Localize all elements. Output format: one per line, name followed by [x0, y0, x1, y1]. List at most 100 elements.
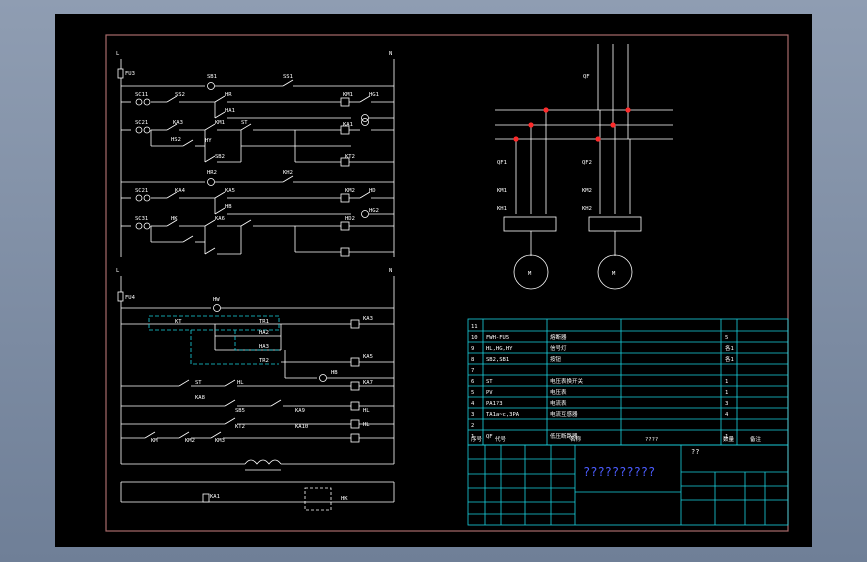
- label-hk: HK: [171, 216, 178, 222]
- parts-row-qty: 1: [725, 390, 728, 396]
- label-sc3: SC21: [135, 188, 148, 194]
- label-ka4: KA4: [175, 188, 186, 194]
- label-sc2: SC21: [135, 120, 148, 126]
- parts-row-name: 电流表: [550, 399, 567, 407]
- label-hg: HG1: [369, 92, 379, 98]
- parts-header-code: 代号: [495, 435, 507, 443]
- label-km: KM: [151, 438, 158, 444]
- label-km3: KM3: [215, 438, 225, 444]
- label-ka3: KA3: [173, 120, 183, 126]
- junction-nodes: [513, 107, 631, 142]
- power-circuit: [495, 44, 673, 290]
- parts-row-code: SB2,SB1: [486, 357, 509, 363]
- label-ka-alarm: KA3: [363, 316, 373, 322]
- control-rail-left-label: L: [116, 51, 120, 57]
- parts-row-code: HL,HG,HY: [486, 346, 513, 352]
- parts-header-qty: 数量: [723, 435, 735, 443]
- alarm-rail-right-label: N: [389, 268, 392, 274]
- parts-row-name: 电压表: [550, 388, 567, 396]
- motor1-label: M: [528, 271, 532, 277]
- parts-header-spec: ????: [645, 437, 658, 443]
- alarm-circuit: [117, 276, 395, 511]
- label-ss1: SS1: [283, 74, 293, 80]
- label-ha2: HA2: [259, 330, 269, 336]
- parts-row-no: 2: [471, 423, 474, 429]
- label-sb1: SB1: [207, 74, 217, 80]
- parts-header-no: 序号: [471, 435, 483, 443]
- alarm-rail-left-label: L: [116, 268, 120, 274]
- parts-row-name: 电流互感器: [550, 410, 578, 418]
- parts-row-name: 电压表换开关: [550, 377, 584, 385]
- label-st: ST: [241, 120, 248, 126]
- drawing-canvas: L N FU3 SB1 SS1 SC11 SS2 HR KM1 HG1 HA1 …: [55, 14, 812, 547]
- label-kh1: KH1: [497, 206, 507, 212]
- electrical-schematic: L N FU3 SB1 SS1 SC11 SS2 HR KM1 HG1 HA1 …: [105, 34, 789, 532]
- label-ha: HA1: [225, 108, 235, 114]
- parts-row-no: 5: [471, 390, 474, 396]
- parts-row-code: ST: [486, 379, 493, 385]
- drawing-frame: [105, 34, 789, 532]
- label-hl3: HL: [363, 422, 370, 428]
- label-ka6: KA6: [215, 216, 225, 222]
- label-sb5: SB5: [235, 408, 245, 414]
- parts-row-code: FWH-FU5: [486, 335, 509, 341]
- label-km2-power: KM2: [582, 188, 592, 194]
- control-rail-right-label: N: [389, 51, 392, 57]
- label-ka9: KA9: [295, 408, 305, 414]
- parts-row-qty: 各1: [725, 344, 734, 352]
- label-ha3: HA3: [259, 344, 269, 350]
- drawing-title: ??????????: [583, 465, 655, 479]
- parts-row-qty: 5: [725, 335, 728, 341]
- parts-row-code: TA1a~c,3PA: [486, 412, 520, 418]
- parts-row-qty: 1: [725, 434, 728, 440]
- label-tr1: TR1: [259, 319, 269, 325]
- parts-row-no: 8: [471, 357, 474, 363]
- parts-row-name: 按钮: [550, 355, 562, 363]
- label-kt2-alarm: KT2: [235, 424, 245, 430]
- label-hd: HD: [369, 188, 376, 194]
- parts-row-no: 11: [471, 324, 478, 330]
- parts-row-code: PV: [486, 390, 493, 396]
- label-km1: KM1: [343, 92, 353, 98]
- label-ka1: KA1: [343, 122, 353, 128]
- parts-row-name: 低压断路器: [550, 432, 578, 440]
- parts-row-no: 1: [471, 434, 474, 440]
- parts-row-no: 7: [471, 368, 474, 374]
- parts-row-qty: 各1: [725, 355, 734, 363]
- label-kt: KT2: [345, 154, 355, 160]
- drawing-subtitle: ??: [691, 448, 699, 456]
- parts-row-no: 10: [471, 335, 478, 341]
- label-ss2: SS2: [175, 92, 185, 98]
- alarm-lamp-label: HW: [213, 297, 220, 303]
- label-ka7: KA7: [363, 380, 373, 386]
- parts-row-no: 4: [471, 401, 475, 407]
- label-hr: HR: [225, 92, 232, 98]
- label-qf1: QF1: [497, 160, 507, 166]
- interlock-dashed: [148, 315, 280, 365]
- alarm-fuse-label: FU4: [125, 295, 136, 301]
- label-hb-alarm: HB: [331, 370, 338, 376]
- label-sc1: SC11: [135, 92, 148, 98]
- parts-row-qty: 3: [725, 401, 728, 407]
- label-hk-alarm: HK: [341, 496, 348, 502]
- label-ka10: KA10: [295, 424, 308, 430]
- label-km2-alarm: KM2: [185, 438, 195, 444]
- label-qf2: QF2: [582, 160, 592, 166]
- label-hs: HS2: [171, 137, 181, 143]
- label-hg2: HG2: [369, 208, 379, 214]
- parts-row-code: PA1?3: [486, 401, 503, 407]
- control-circuit: [117, 59, 395, 257]
- label-st-alarm: ST: [195, 380, 202, 386]
- label-km1b: KM1: [215, 120, 225, 126]
- label-sb2: SB2: [215, 154, 225, 160]
- label-km1-power: KM1: [497, 188, 507, 194]
- parts-header-name: 名称: [570, 435, 582, 443]
- parts-row-name: 熔断器: [550, 333, 567, 341]
- label-qf: QF: [583, 74, 590, 80]
- label-km2: KM2: [345, 188, 355, 194]
- parts-row-no: 6: [471, 379, 474, 385]
- label-hd2: HD2: [345, 216, 355, 222]
- label-kt-alarm: KT: [175, 319, 182, 325]
- label-ka1-alarm: KA1: [210, 494, 220, 500]
